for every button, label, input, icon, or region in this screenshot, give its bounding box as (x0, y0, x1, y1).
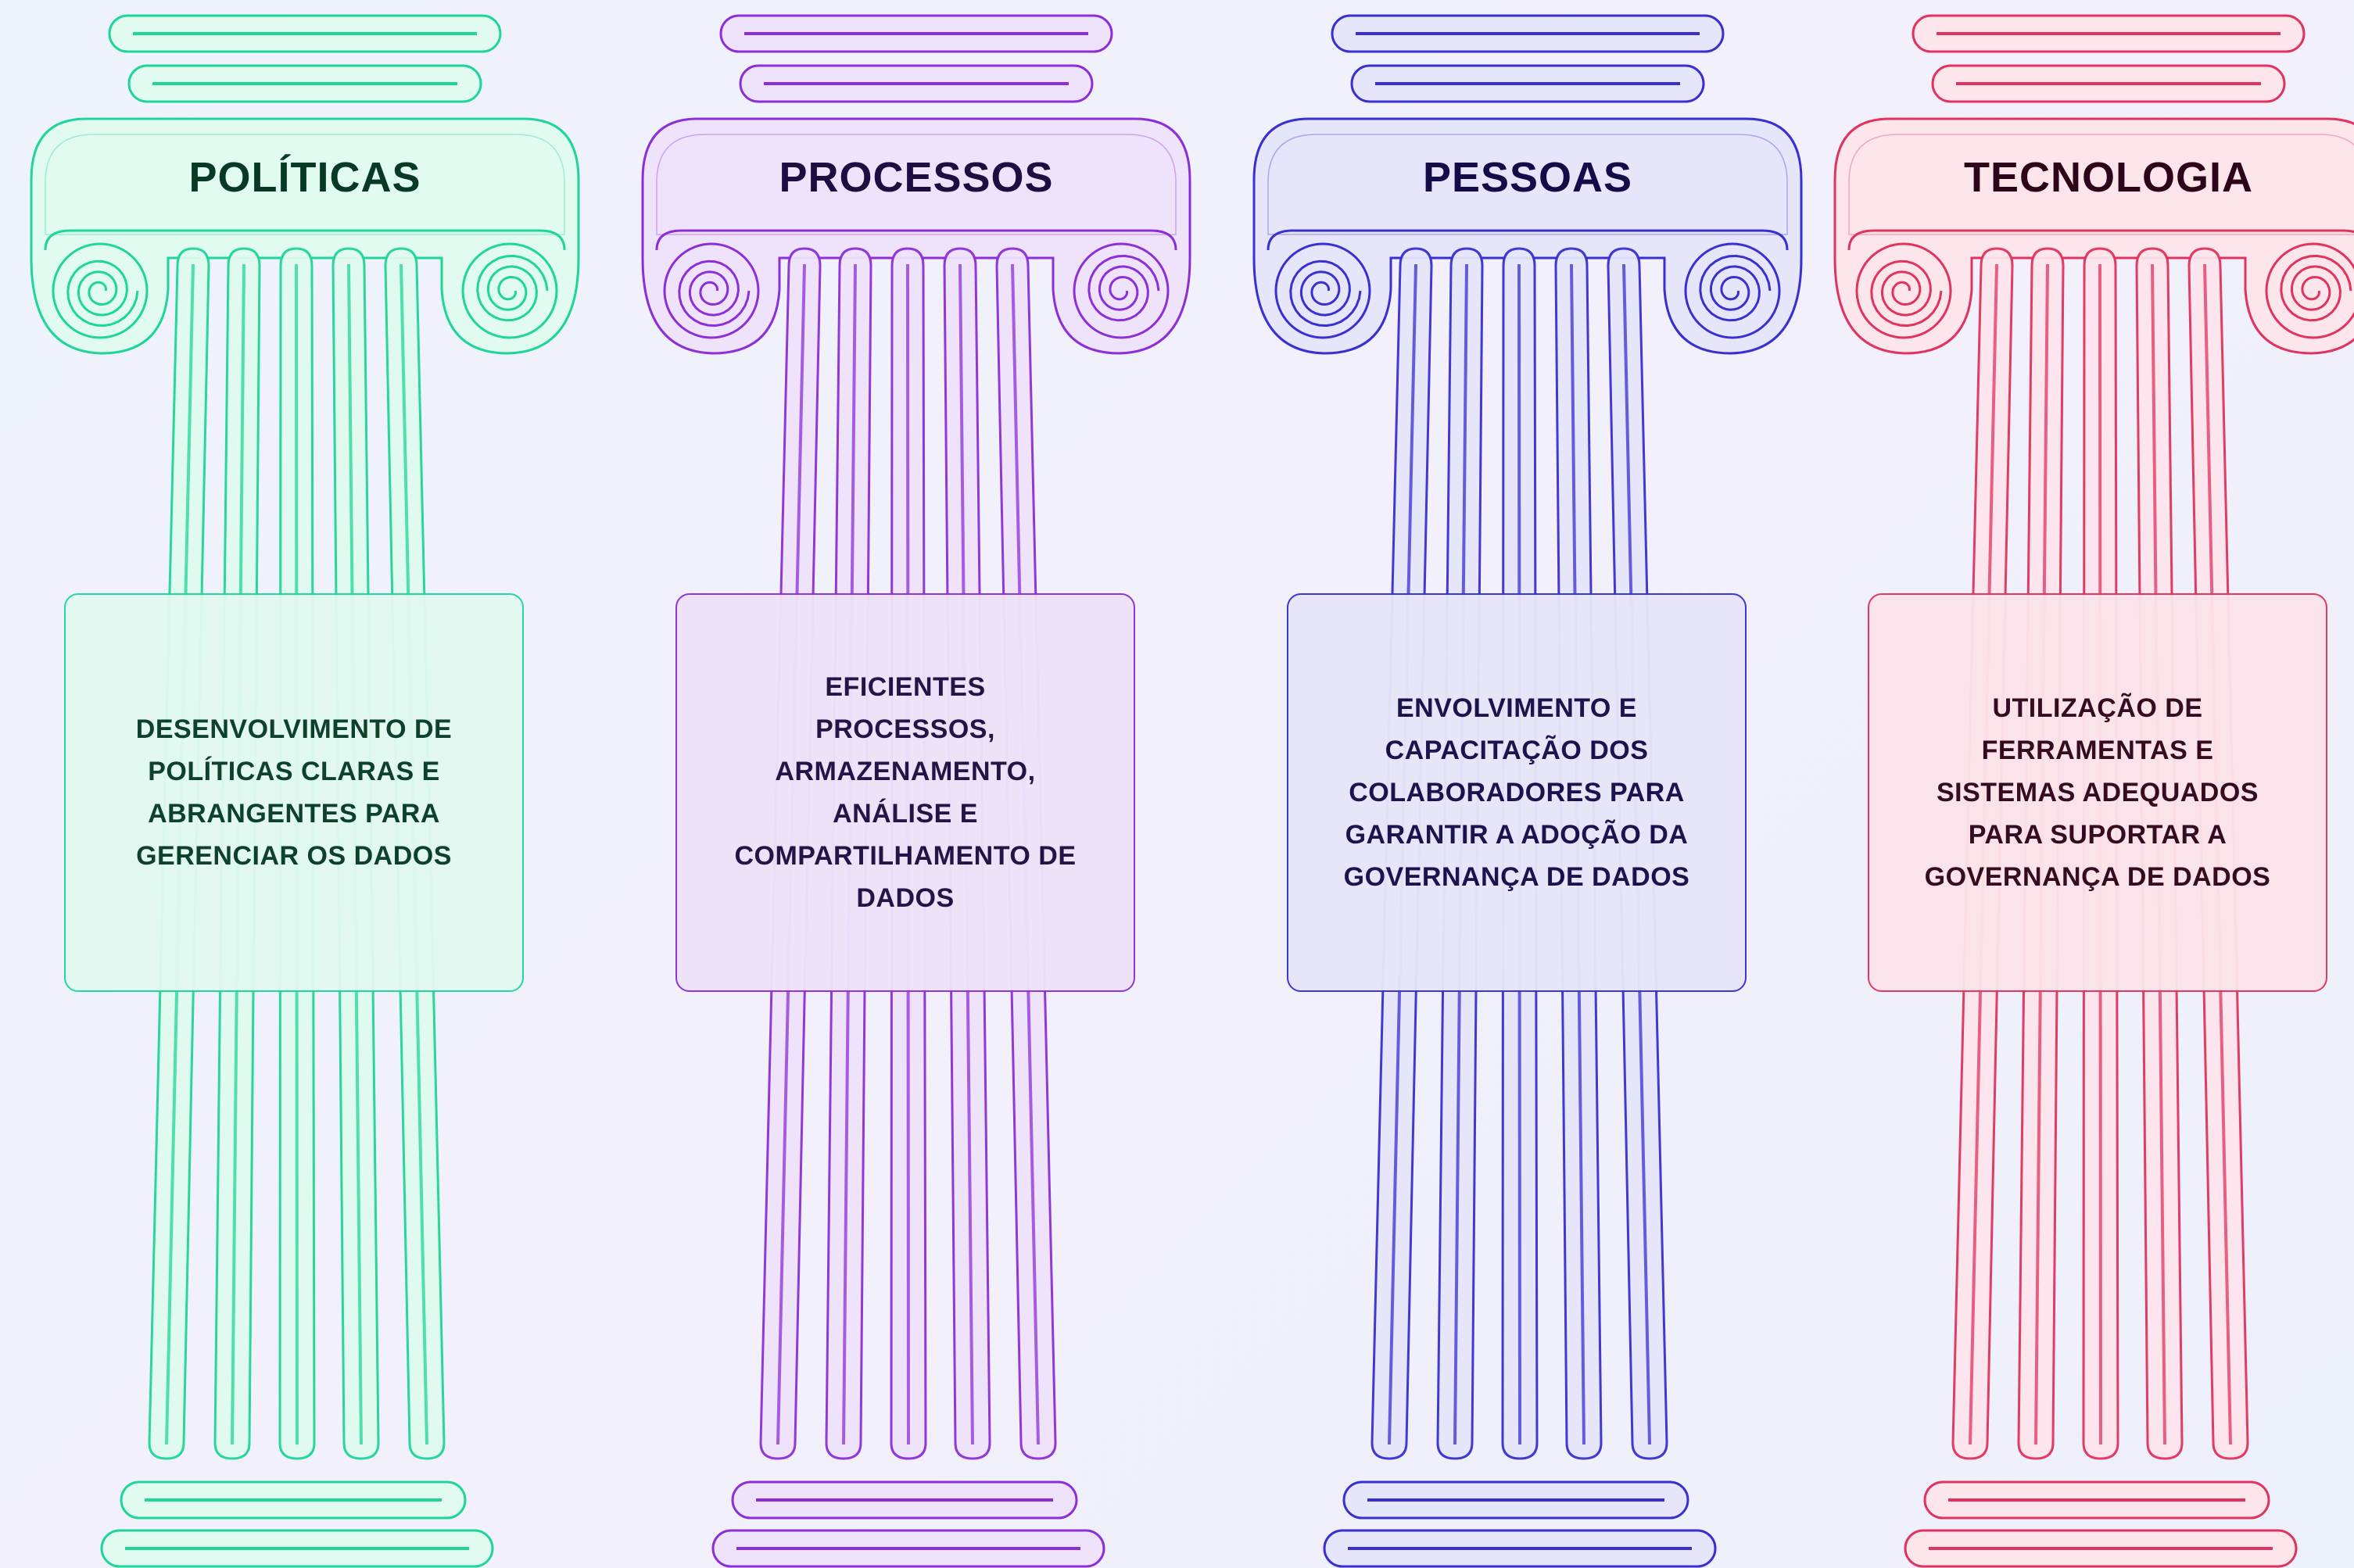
pillar-pessoas: PESSOAS ENVOLVIMENTO E CAPACITAÇÃO DOS C… (1231, 0, 1825, 1568)
capital-scroll (1252, 117, 1803, 355)
pillar-description-card: ENVOLVIMENTO E CAPACITAÇÃO DOS COLABORAD… (1287, 593, 1747, 992)
pillar-description: DESENVOLVIMENTO DE POLÍTICAS CLARAS E AB… (135, 714, 453, 871)
pillar-description: EFICIENTES PROCESSOS, ARMAZENAMENTO, ANÁ… (734, 672, 1077, 913)
volute-spiral (1087, 254, 1160, 322)
pillar-description: UTILIZAÇÃO DE FERRAMENTAS E SISTEMAS ADE… (1924, 693, 2271, 892)
capital-scroll (1833, 117, 2354, 355)
pillar-processos: PROCESSOS EFICIENTES PROCESSOS, ARMAZENA… (619, 0, 1213, 1568)
capital-inner-outline (45, 134, 565, 235)
pillar-title: TECNOLOGIA (1964, 154, 2253, 201)
volute-spiral (2280, 254, 2352, 322)
capital-scroll (30, 117, 580, 355)
volute-spiral (1699, 254, 1772, 322)
volute-spiral (678, 260, 751, 328)
volute-spiral (476, 254, 549, 322)
pillar-politicas: POLÍTICAS DESENVOLVIMENTO DE POLÍTICAS C… (8, 0, 602, 1568)
pillar-tecnologia: TECNOLOGIA UTILIZAÇÃO DE FERRAMENTAS E S… (1811, 0, 2354, 1568)
pillar-description-card: UTILIZAÇÃO DE FERRAMENTAS E SISTEMAS ADE… (1868, 593, 2327, 992)
pillar-description: ENVOLVIMENTO E CAPACITAÇÃO DOS COLABORAD… (1343, 693, 1690, 892)
volute-spiral (1870, 260, 1943, 328)
volute-spiral (1289, 260, 1362, 328)
capital-echinus (655, 229, 1177, 251)
capital-echinus (1267, 229, 1789, 251)
pillar-description-card: DESENVOLVIMENTO DE POLÍTICAS CLARAS E AB… (64, 593, 524, 992)
capital-echinus (1847, 229, 2354, 251)
capital-inner-outline (1267, 134, 1788, 235)
capital-inner-outline (1848, 134, 2354, 235)
capital-inner-outline (656, 134, 1177, 235)
capital-echinus (44, 229, 566, 251)
pillar-title: PROCESSOS (779, 154, 1054, 201)
volute-spiral (66, 260, 139, 328)
pillar-description-card: EFICIENTES PROCESSOS, ARMAZENAMENTO, ANÁ… (675, 593, 1135, 992)
pillar-title: PESSOAS (1422, 154, 1633, 201)
pillar-title: POLÍTICAS (188, 154, 421, 201)
capital-scroll (641, 117, 1191, 355)
pillar-column-illustration (1252, 14, 1803, 1568)
